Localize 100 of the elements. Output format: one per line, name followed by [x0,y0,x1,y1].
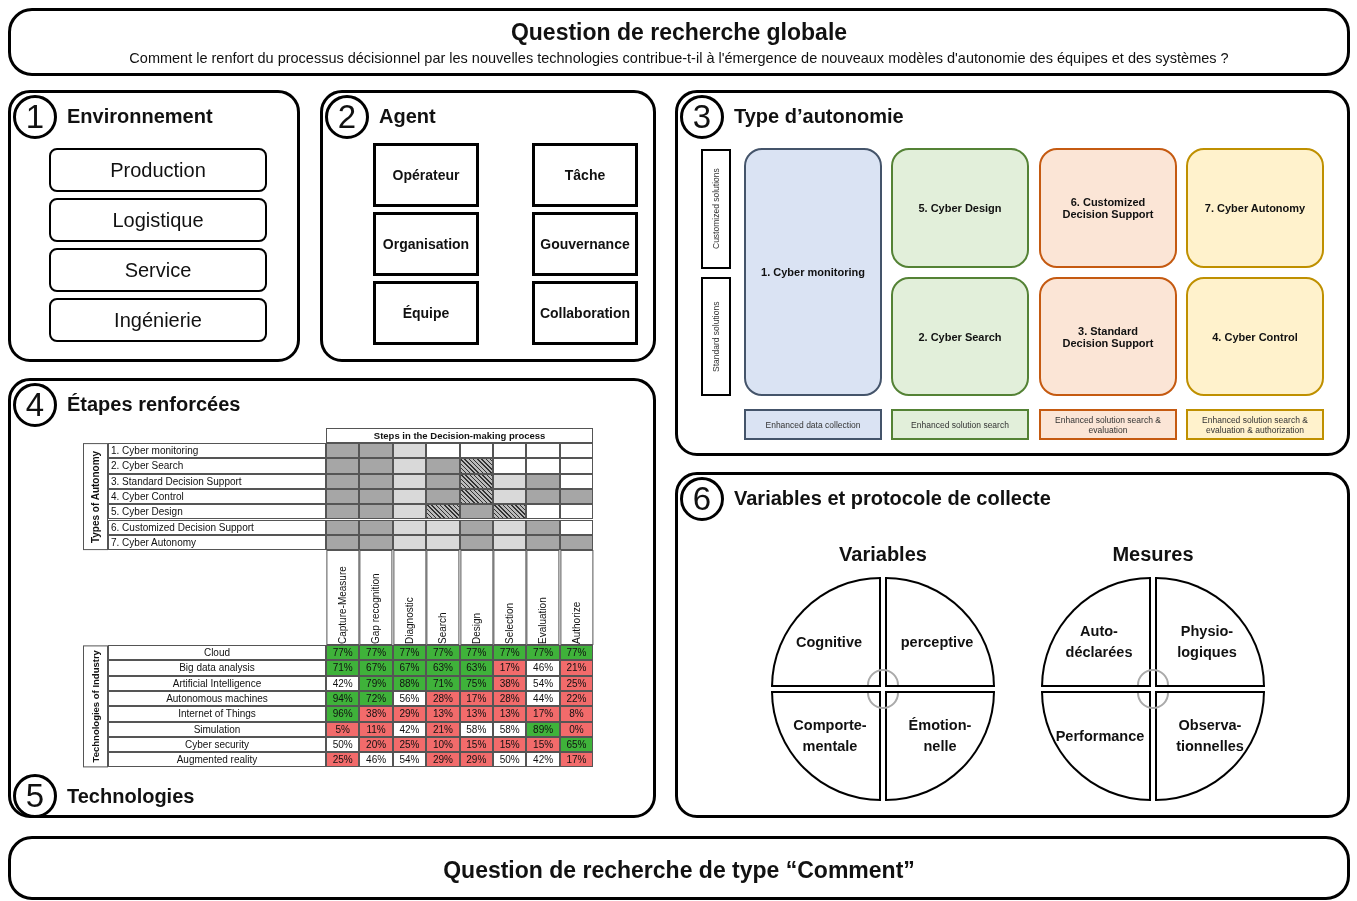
row-header: 7. Cyber Autonomy [108,534,326,551]
percentage-cell: 77% [426,645,460,661]
agent-box: Organisation [373,212,479,276]
quadrant-segment: Cognitive [771,577,881,687]
row-label-box: Standard solutions [701,277,731,396]
percentage-cell: 63% [426,660,460,676]
row-header: Internet of Things [108,706,326,722]
percentage-cell: 25% [326,752,360,768]
percentage-cell: 77% [392,645,427,661]
title-text: Question de recherche globale [509,19,849,46]
percentage-cell: 13% [493,706,527,722]
question-panel [8,8,1350,76]
row-header: Autonomous machines [108,691,326,707]
autonomy-tile: 7. Cyber Autonomy [1186,148,1324,268]
percentage-cell: 17% [493,660,527,676]
percentage-cell: 63% [459,660,493,676]
percentage-cell: 72% [359,691,393,707]
table-group-label: Technologies of Industry [83,645,108,768]
footer-text: Question de recherche de type “Comment” [442,857,916,884]
autonomy-tile: 4. Cyber Control [1186,277,1324,396]
percentage-cell: 22% [559,691,594,707]
footer-panel [8,836,1350,900]
percentage-cell: 71% [326,660,360,676]
number-circle: 6 [680,477,724,521]
panel-heading: Technologies [67,785,195,808]
quadrant-segment: Physio-logiques [1155,577,1265,687]
autonomy-tile: 3. Standard Decision Support [1039,277,1177,396]
number-circle: 5 [13,774,57,818]
row-header: Artificial Intelligence [108,675,326,691]
percentage-cell: 77% [459,645,493,661]
panel-heading: Environnement [67,105,213,128]
capability-box: Enhanced solution search [891,409,1029,440]
category-box: Logistique [49,198,267,242]
row-header: Cloud [108,645,326,661]
percentage-cell: 42% [526,752,560,768]
percentage-cell: 17% [459,691,493,707]
percentage-cell: 56% [392,691,427,707]
percentage-cell: 38% [359,706,393,722]
percentage-cell: 13% [459,706,493,722]
category-box: Ingénierie [49,298,267,342]
percentage-cell: 67% [392,660,427,676]
number-circle: 4 [13,383,57,427]
row-header: 3. Standard Decision Support [108,473,326,489]
section-panel [8,90,300,362]
percentage-cell: 29% [392,706,427,722]
row-header: 2. Cyber Search [108,458,326,474]
quadrant-segment: perceptive [885,577,995,687]
capability-box: Enhanced data collection [744,409,882,440]
agent-box: Équipe [373,281,479,345]
agent-box: Opérateur [373,143,479,207]
percentage-cell: 17% [526,706,560,722]
percentage-cell: 50% [493,752,527,768]
percentage-cell: 77% [526,645,560,661]
percentage-cell: 77% [559,645,594,661]
percentage-cell: 77% [493,645,527,661]
autonomy-tile: 5. Cyber Design [891,148,1029,268]
panel-heading: Variables et protocole de collecte [734,487,1051,510]
percentage-cell: 21% [559,660,594,676]
question-text: Comment le renfort du processus décisionnel par les nouvelles technologies contribue-t-il à l'émergence de nouveaux modèles d'autonomie des équipes et des systèmes ? [128,50,1230,66]
section-panel [320,90,656,362]
percentage-cell: 96% [326,706,360,722]
percentage-cell: 8% [559,706,594,722]
quadrant-segment: Comporte-mentale [771,691,881,801]
percentage-cell: 13% [426,706,460,722]
quadrant-segment: Auto-déclarées [1041,577,1151,687]
percentage-cell: 29% [459,752,493,768]
percentage-cell: 94% [326,691,360,707]
percentage-cell: 77% [359,645,393,661]
section-panel [675,90,1350,456]
percentage-cell: 28% [426,691,460,707]
agent-box: Collaboration [532,281,638,345]
row-header: Cyber security [108,736,326,753]
percentage-cell: 29% [426,752,460,768]
row-header: 6. Customized Decision Support [108,519,326,535]
number-circle: 3 [680,95,724,139]
capability-box: Enhanced solution search & evaluation [1039,409,1177,440]
autonomy-tile: 6. Customized Decision Support [1039,148,1177,268]
panel-heading: Étapes renforcées [67,393,241,416]
row-header: 5. Cyber Design [108,504,326,520]
category-box: Production [49,148,267,192]
row-header: Big data analysis [108,660,326,676]
panel-heading: Agent [379,105,436,128]
row-header: Augmented reality [108,752,326,768]
autonomy-tile: 1. Cyber monitoring [744,148,882,396]
autonomy-tile: 2. Cyber Search [891,277,1029,396]
section-panel [675,472,1350,818]
percentage-cell: 46% [526,660,560,676]
circle-heading: Mesures [1111,543,1195,566]
quadrant-segment: Performance [1041,691,1151,801]
table-header: Steps in the Decision-making process [326,428,594,443]
percentage-cell: 54% [392,752,427,768]
number-circle: 1 [13,95,57,139]
percentage-cell: 28% [493,691,527,707]
row-header: 4. Cyber Control [108,488,326,505]
table-group-label: Types of Autonomy [83,443,108,551]
section-panel [8,378,656,818]
percentage-cell: 77% [326,645,360,661]
row-label-box: Customized solutions [701,149,731,269]
percentage-cell: 46% [359,752,393,768]
capability-box: Enhanced solution search & evaluation & authorization [1186,409,1324,440]
